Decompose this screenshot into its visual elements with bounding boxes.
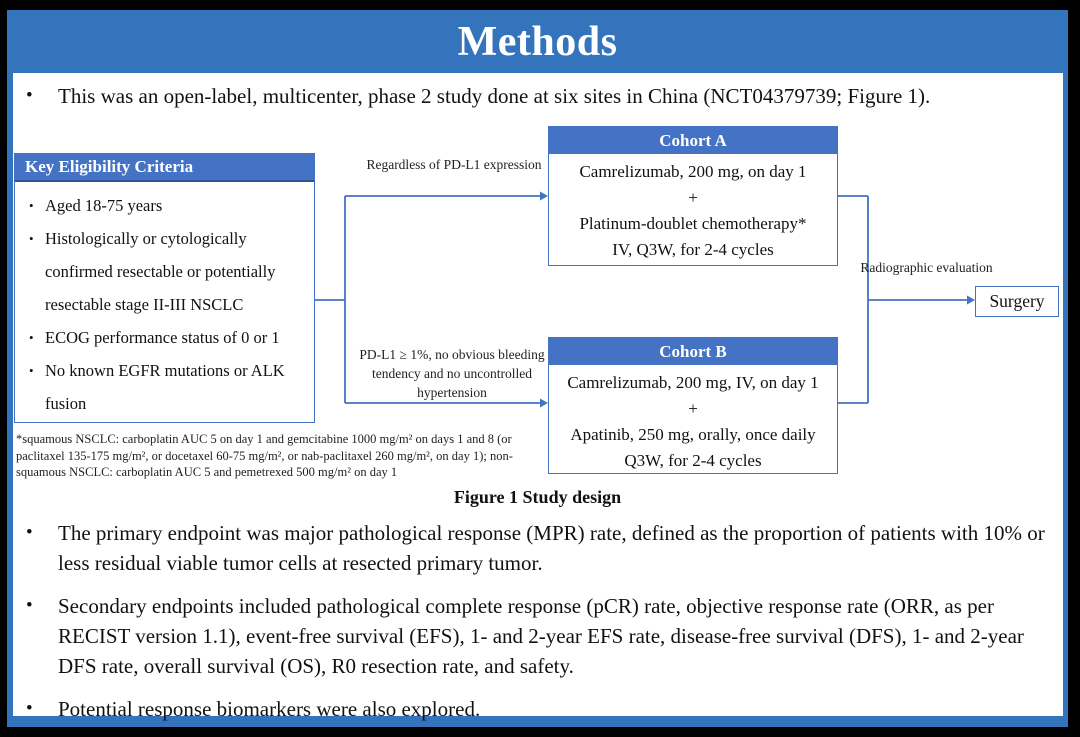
eligibility-criteria-list: • Aged 18-75 years • Histologically or c… bbox=[15, 189, 314, 420]
bullet-item: • Secondary endpoints included pathologi… bbox=[24, 591, 1056, 681]
surgery-box: Surgery bbox=[975, 286, 1059, 317]
cohort-b-body: Camrelizumab, 200 mg, IV, on day 1 + Apa… bbox=[549, 365, 837, 474]
surgery-arrowhead-icon bbox=[967, 295, 975, 305]
bullet-marker: • bbox=[26, 595, 33, 616]
bullet-marker: • bbox=[26, 85, 33, 106]
cohort-a-arrowhead-icon bbox=[540, 191, 548, 201]
list-item: • Histologically or cytologically confir… bbox=[29, 222, 310, 321]
cohort-a-line: Camrelizumab, 200 mg, on day 1 bbox=[579, 162, 807, 181]
figure-caption: Figure 1 Study design bbox=[453, 487, 622, 507]
chemotherapy-footnote: *squamous NSCLC: carboplatin AUC 5 on da… bbox=[16, 432, 513, 479]
plus-sign: + bbox=[688, 399, 698, 418]
slide: Methods • This was an open-label, multic… bbox=[7, 10, 1068, 727]
page-title: Methods bbox=[457, 18, 618, 65]
cohort-b-line: Camrelizumab, 200 mg, IV, on day 1 bbox=[567, 373, 819, 392]
bullet-marker: • bbox=[26, 522, 33, 543]
list-item: • ECOG performance status of 0 or 1 bbox=[29, 321, 310, 354]
secondary-endpoints-text: Secondary endpoints included pathologica… bbox=[58, 594, 1024, 678]
radiographic-evaluation-label: Radiographic evaluation bbox=[860, 260, 993, 275]
bullet-marker: • bbox=[29, 330, 34, 345]
branch-label-pdl1-criteria: PD-L1 ≥ 1%, no obvious bleeding tendency… bbox=[359, 347, 545, 400]
list-item: • Aged 18-75 years bbox=[29, 189, 310, 222]
right-border-bar bbox=[1063, 73, 1068, 716]
cohort-a-line: IV, Q3W, for 2-4 cycles bbox=[612, 240, 774, 259]
title-band: Methods bbox=[7, 10, 1068, 73]
cohort-b-line: Apatinib, 250 mg, orally, once daily bbox=[570, 425, 816, 444]
branch-label-regardless-pdl1: Regardless of PD-L1 expression bbox=[366, 157, 542, 172]
bullet-marker: • bbox=[29, 231, 34, 246]
cohort-a-line: Platinum-doublet chemotherapy* bbox=[579, 214, 807, 233]
cohort-a-box: Cohort A Camrelizumab, 200 mg, on day 1 … bbox=[548, 126, 838, 266]
cohort-a-header: Cohort A bbox=[549, 127, 837, 154]
intro-bullet-text: This was an open-label, multicenter, pha… bbox=[58, 84, 931, 108]
eligibility-box-header: Key Eligibility Criteria bbox=[15, 154, 314, 182]
bullet-item: • The primary endpoint was major patholo… bbox=[24, 518, 1056, 578]
endpoints-bullet-list: • The primary endpoint was major patholo… bbox=[24, 518, 1056, 737]
plus-sign: + bbox=[688, 188, 698, 207]
eligibility-item-text: Histologically or cytologically confirme… bbox=[45, 229, 276, 314]
list-item: • No known EGFR mutations or ALK fusion bbox=[29, 354, 310, 420]
eligibility-item-text: ECOG performance status of 0 or 1 bbox=[45, 328, 280, 347]
cohort-b-box: Cohort B Camrelizumab, 200 mg, IV, on da… bbox=[548, 337, 838, 474]
bullet-marker: • bbox=[29, 363, 34, 378]
bullet-marker: • bbox=[29, 198, 34, 213]
left-border-bar bbox=[7, 73, 13, 716]
bottom-border-bar bbox=[7, 716, 1068, 727]
cohort-b-header: Cohort B bbox=[549, 338, 837, 365]
cohort-a-body: Camrelizumab, 200 mg, on day 1 + Platinu… bbox=[549, 154, 837, 263]
primary-endpoint-text: The primary endpoint was major pathologi… bbox=[58, 521, 1045, 575]
cohort-b-line: Q3W, for 2-4 cycles bbox=[624, 451, 762, 470]
bullet-item: • Potential response biomarkers were als… bbox=[24, 694, 1056, 724]
eligibility-item-text: Aged 18-75 years bbox=[45, 196, 163, 215]
biomarkers-text: Potential response biomarkers were also … bbox=[58, 697, 481, 721]
intro-bullet: • This was an open-label, multicenter, p… bbox=[24, 81, 1054, 111]
eligibility-criteria-box: Key Eligibility Criteria • Aged 18-75 ye… bbox=[14, 153, 315, 423]
eligibility-item-text: No known EGFR mutations or ALK fusion bbox=[45, 361, 285, 413]
bullet-marker: • bbox=[26, 698, 33, 719]
